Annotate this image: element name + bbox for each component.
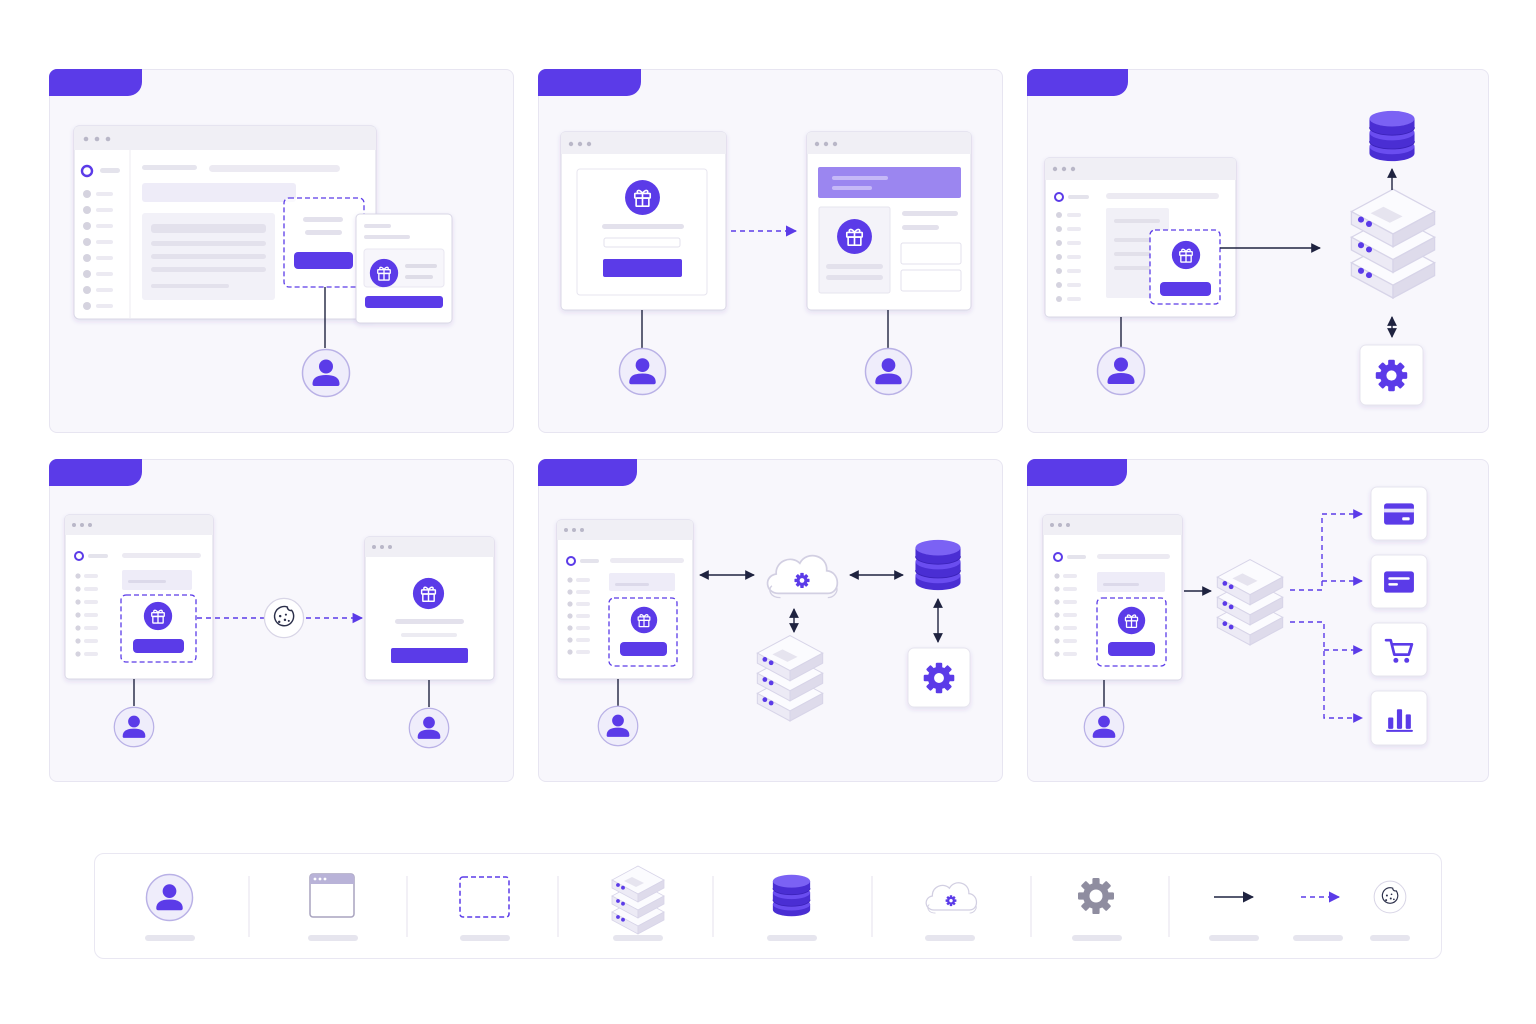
legend-user-icon: [145, 873, 194, 922]
panel-2-tab: [538, 69, 641, 96]
panel-5-tab: [538, 459, 637, 486]
cloud-gear-icon: [766, 554, 839, 599]
server-stack-icon: [1217, 560, 1282, 645]
gift-icon: [1117, 606, 1146, 635]
user-icon: [113, 706, 155, 748]
gear-icon: [923, 662, 955, 694]
credit-card-icon: [1384, 503, 1414, 525]
panel-5-diagram: [556, 519, 971, 747]
legend-database-icon: [772, 874, 811, 917]
legend-dashed-box-icon: [459, 876, 510, 918]
database-icon: [915, 539, 961, 591]
dashed-zone: [283, 197, 365, 288]
gift-icon: [412, 577, 445, 610]
user-icon: [408, 707, 450, 749]
panel-6-tab: [1027, 459, 1127, 486]
legend: [145, 866, 1410, 941]
panel-3-tab: [1027, 69, 1128, 96]
user-icon: [1096, 346, 1146, 396]
panel-4-diagram: [64, 514, 495, 749]
server-stack-icon: [1351, 189, 1434, 298]
gift-icon: [630, 606, 658, 634]
panel-1-tab: [49, 69, 142, 96]
gift-icon: [624, 179, 661, 216]
gift-icon: [143, 601, 173, 631]
user-icon: [301, 348, 351, 398]
panel-1-diagram: [73, 125, 453, 398]
database-icon: [1369, 110, 1415, 162]
legend-browser-window-icon: [309, 873, 355, 918]
gift-icon: [369, 258, 399, 288]
user-icon: [618, 347, 667, 396]
cta-button: [294, 252, 353, 269]
legend-cloud-gear-icon: [925, 882, 978, 914]
cookie-icon: [263, 597, 305, 639]
gear-icon: [1375, 359, 1408, 392]
panel-3-diagram: [1044, 110, 1435, 406]
legend-cookie-icon: [1373, 880, 1407, 914]
panel-4-tab: [49, 459, 142, 486]
user-icon: [1083, 706, 1125, 748]
user-icon: [864, 347, 913, 396]
gift-icon: [1171, 240, 1201, 270]
gift-icon: [836, 218, 873, 255]
legend-gear-icon: [1078, 878, 1114, 914]
panel-2-diagram: [560, 131, 972, 396]
credit-card-icon: [1384, 571, 1414, 593]
user-icon: [597, 705, 639, 747]
panel-6-diagram: [1042, 486, 1428, 748]
legend-server-stack-icon: [612, 866, 664, 934]
server-stack-icon: [757, 636, 822, 721]
